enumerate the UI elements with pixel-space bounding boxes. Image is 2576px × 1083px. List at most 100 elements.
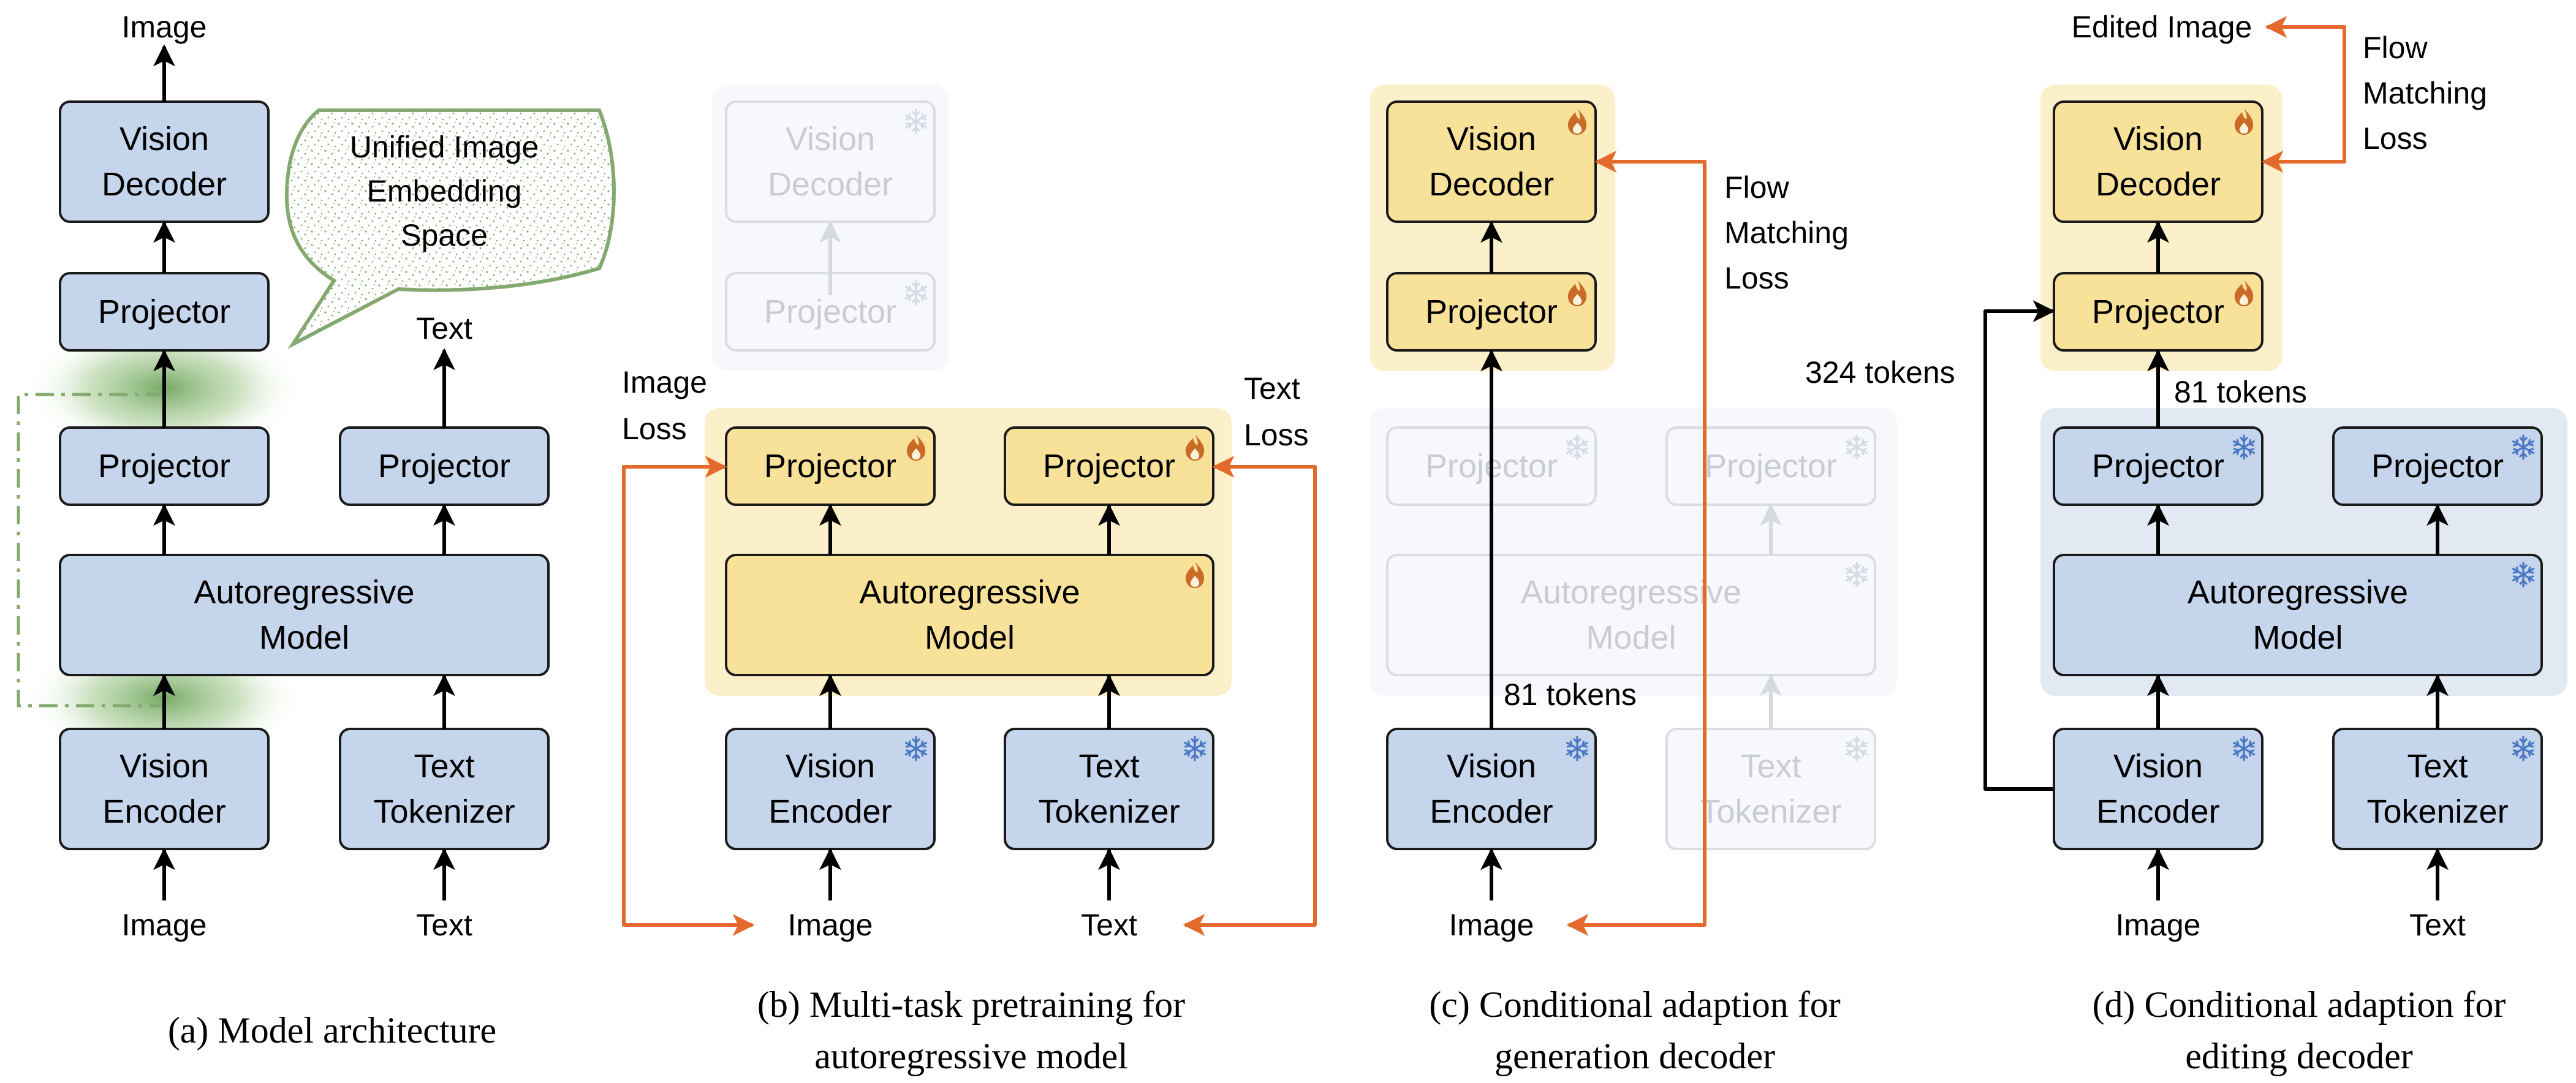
projector-top-box: Projector [59,272,270,352]
ar-model-box-label-line-2: Model [1586,619,1676,656]
bubble-text-line-2: Embedding [367,174,522,208]
text-in-label: Text [1081,908,1137,942]
text-loss-arrow-out [1183,466,1317,936]
text-out-label: Text [416,311,472,345]
caption-c-line2: generation decoder [1494,1036,1775,1076]
vision-decoder-box-label-line-1: Vision [1447,121,1536,157]
image-loss-arrow-out [622,466,755,936]
projector-top-box: Projector [2053,272,2263,352]
text-in-label: Text [2409,908,2466,942]
bubble-text-line-3: Space [401,218,488,252]
ar-model-box-label-line-1: Autoregressive [194,574,414,611]
embedding-bubble [284,108,616,349]
bubble-text-line-1: Unified Image [350,130,539,164]
ar-model-box-label-line-1: Autoregressive [1521,574,1741,611]
caption-d-line2: editing decoder [2185,1036,2413,1076]
ar-model-box-label-line-2: Model [259,619,349,656]
image-in-label: Image [1449,908,1534,942]
caption-b-line1: (b) Multi-task pretraining for [757,984,1185,1025]
flow-loss-label-line-3: Loss [2363,121,2428,156]
projector-image-box-label: Projector [98,448,230,485]
projector-top-box-label: Projector [2092,293,2224,330]
vision-encoder-box-label-line-1: Vision [786,748,875,785]
projector-text-box: Projector [2332,426,2543,506]
flow-loss-label-line-2: Matching [2363,76,2487,110]
caption-d-line1: (d) Conditional adaption for [2093,984,2506,1025]
vision-encoder-box-label-line-1: Vision [2113,748,2203,785]
flow-loss-label-line-1: Flow [1724,170,1789,205]
flow-loss-label-line-3: Loss [1724,261,1789,295]
text-tokenizer-box-label-line-2: Tokenizer [373,793,515,830]
projector-text-box-label: Projector [2371,448,2504,485]
vision-decoder-box-label-line-2: Decoder [768,166,893,203]
embedding-dashed-link [17,393,164,708]
image-in-label: Image [2116,908,2201,942]
image-in-label: Image [788,908,873,942]
text-tokenizer-box-label-line-1: Text [414,748,474,785]
flow-loss-arrow-out [1566,160,1707,936]
flow-loss-label-line-1: Flow [2363,31,2428,65]
text-tokenizer-box-label-line-1: Text [1078,748,1139,785]
projector-top-box: Projector [725,272,936,352]
tokens-324-label: 324 tokens [1805,355,1955,390]
projector-top-box: Projector [1386,272,1597,352]
vision-decoder-box-label-line-2: Decoder [2096,166,2221,203]
vision-decoder-box-label-line-1: Vision [786,121,875,157]
vision-decoder-box-label-line-2: Decoder [1429,166,1554,203]
ar-model-box-label-line-1: Autoregressive [2188,574,2408,611]
projector-image-box: Projector [2053,426,2263,506]
tokens-324-arrow [1983,300,2055,791]
text-in-label: Text [416,908,472,942]
projector-text-box-label: Projector [1705,448,1837,485]
vision-encoder-box-label-line-2: Encoder [768,793,892,830]
projector-text-box: Projector [339,426,550,506]
vision-encoder-box-label-line-1: Vision [1447,748,1536,785]
text-tokenizer-box-label-line-1: Text [1740,748,1801,785]
projector-image-box-label: Projector [2092,448,2224,485]
projector-text-box: Projector [1004,426,1214,506]
text-tokenizer-box-label-line-1: Text [2407,748,2468,785]
projector-text-box: Projector [1665,426,1876,506]
ar-model-box-label-line-2: Model [925,619,1015,656]
flow-loss-arrow-out [2265,16,2346,163]
flow-loss-label-line-2: Matching [1724,216,1849,250]
projector-image-box-label: Projector [764,448,896,485]
ar-model-box-label-line-2: Model [2252,619,2343,656]
vision-decoder-box-label-line-2: Decoder [102,166,227,203]
image-loss-label-line-1: Image [622,365,707,399]
vision-encoder-box-label-line-2: Encoder [2096,793,2219,830]
vision-decoder-box-label-line-1: Vision [119,121,209,157]
edited-image-label: Edited Image [2072,10,2252,44]
vision-encoder-box-label-line-2: Encoder [102,793,225,830]
projector-image-box: Projector [59,426,270,506]
tokens-81-label: 81 tokens [2174,375,2307,409]
projector-top-box-label: Projector [764,293,896,330]
text-tokenizer-box-label-line-2: Tokenizer [1038,793,1180,830]
text-loss-label-line-1: Text [1244,371,1300,406]
vision-encoder-box-label-line-2: Encoder [1430,793,1553,830]
text-tokenizer-box-label-line-2: Tokenizer [1700,793,1841,830]
image-in-label: Image [122,908,207,942]
text-tokenizer-box-label-line-2: Tokenizer [2366,793,2508,830]
ar-model-box-label-line-1: Autoregressive [859,574,1080,611]
caption-a: (a) Model architecture [168,1010,496,1051]
vision-decoder-box-label-line-1: Vision [2113,121,2203,157]
tokens-label: 81 tokens [1504,677,1637,712]
caption-b-line2: autoregressive model [814,1036,1128,1076]
